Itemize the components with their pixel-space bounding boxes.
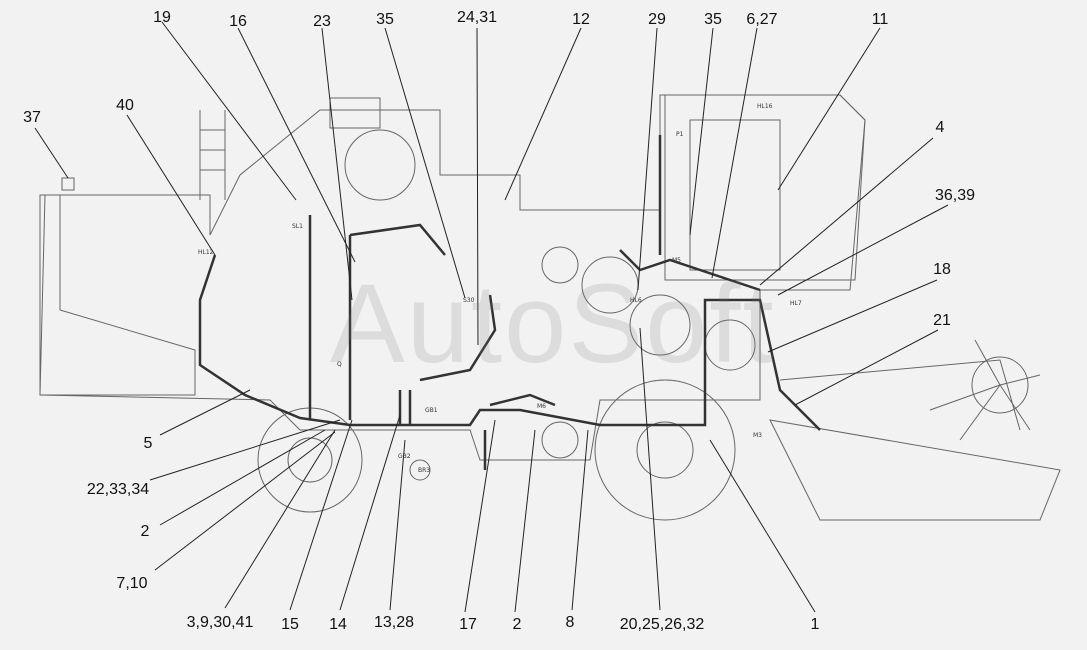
callout-18: 18 — [933, 261, 951, 278]
callout-15: 15 — [281, 616, 299, 633]
callout-16: 16 — [229, 13, 247, 30]
label-q: Q — [337, 361, 342, 368]
label-sl1: SL1 — [292, 223, 303, 230]
callout-6-27: 6,27 — [746, 11, 778, 28]
watermark: AutoSoft — [330, 261, 776, 386]
callout-29: 29 — [648, 11, 666, 28]
callout-20-25-26-32: 20,25,26,32 — [619, 616, 705, 633]
callout-21: 21 — [933, 312, 951, 329]
label-hl12: HL12 — [198, 249, 214, 256]
label-gb2: GB2 — [398, 453, 411, 460]
label-hl7: HL7 — [790, 300, 802, 307]
callout-22-33-34: 22,33,34 — [86, 481, 150, 498]
label-m3: M3 — [753, 432, 762, 439]
label-br3: BR3 — [418, 467, 430, 474]
callout-13-28: 13,28 — [373, 614, 415, 631]
callout-7-10: 7,10 — [116, 575, 148, 592]
callout-40: 40 — [116, 97, 134, 114]
callout-23: 23 — [313, 13, 331, 30]
callout-24-31: 24,31 — [456, 9, 498, 26]
label-m6: M6 — [537, 403, 546, 410]
callout-37: 37 — [23, 109, 41, 126]
callout-4: 4 — [935, 119, 945, 136]
callout-35-left: 35 — [376, 11, 394, 28]
label-hl16: HL16 — [757, 103, 773, 110]
callout-1: 1 — [810, 616, 820, 633]
label-gb1: GB1 — [425, 407, 438, 414]
callout-11: 11 — [871, 11, 889, 28]
callout-5: 5 — [143, 435, 153, 452]
callout-14: 14 — [329, 616, 347, 633]
label-m5: M5 — [672, 257, 681, 264]
label-hl6: HL6 — [630, 297, 642, 304]
callout-36-39: 36,39 — [934, 187, 976, 204]
callout-8: 8 — [565, 614, 575, 631]
label-s30: S30 — [463, 297, 475, 304]
callout-19: 19 — [153, 9, 171, 26]
label-p1: P1 — [676, 131, 684, 138]
callout-3-9-30-41: 3,9,30,41 — [186, 614, 254, 631]
callout-2-bottom: 2 — [512, 616, 522, 633]
callout-2-left: 2 — [140, 523, 150, 540]
callout-12: 12 — [572, 11, 590, 28]
callout-17: 17 — [459, 616, 477, 633]
callout-35-right: 35 — [704, 11, 722, 28]
